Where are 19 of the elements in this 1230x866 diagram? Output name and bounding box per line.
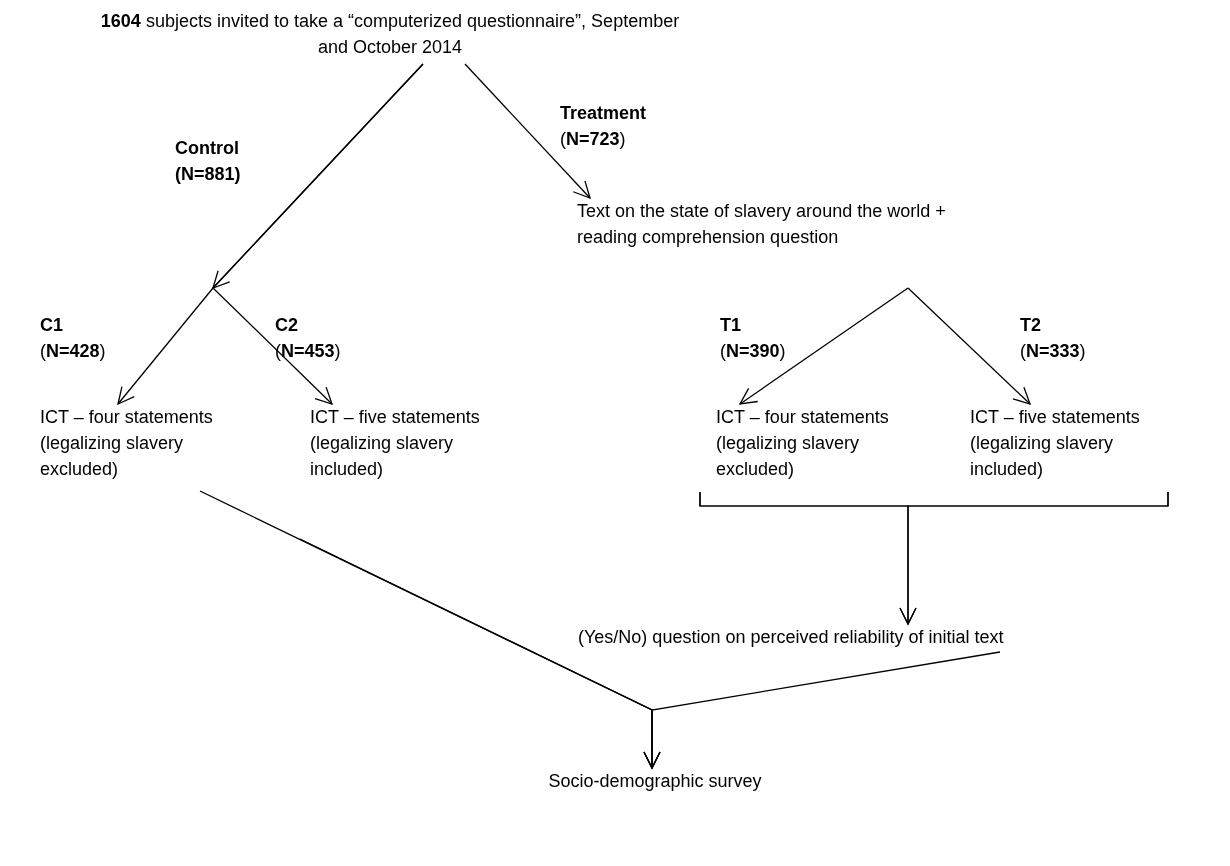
step-text: 1604 subjects invited to take a “computerized questionnaire”, September and October 2014 (100, 10, 680, 59)
step-text: Text on the state of slavery around the world + reading comprehension question (577, 200, 947, 249)
step-text: ICT – four statements (legalizing slavery excluded) (716, 406, 890, 481)
arrow (212, 63, 424, 405)
step-text: ICT – five statements (legalizing slavery included) (970, 406, 1141, 481)
step-text: Socio-demographic survey (547, 770, 763, 793)
edge-label: C2 (N=453) (275, 314, 342, 363)
step-text: ICT – five statements (legalizing slavery included) (310, 406, 481, 481)
arrow (739, 287, 909, 405)
edge-label: T1 (N=390) (720, 314, 787, 363)
edge-label: Treatment (N=723) (560, 102, 648, 151)
group-label: Control (N=881) (175, 137, 242, 186)
step-text: ICT – four statements (legalizing slavery excluded) (40, 406, 214, 481)
edge-label: C1 (N=428) (40, 314, 107, 363)
step-text: (Yes/No) question on perceived reliability of initial text (578, 626, 1005, 649)
arrow (643, 651, 1001, 769)
edge-label: T2 (N=333) (1020, 314, 1087, 363)
arrow (907, 287, 1031, 405)
arrow (464, 63, 591, 199)
